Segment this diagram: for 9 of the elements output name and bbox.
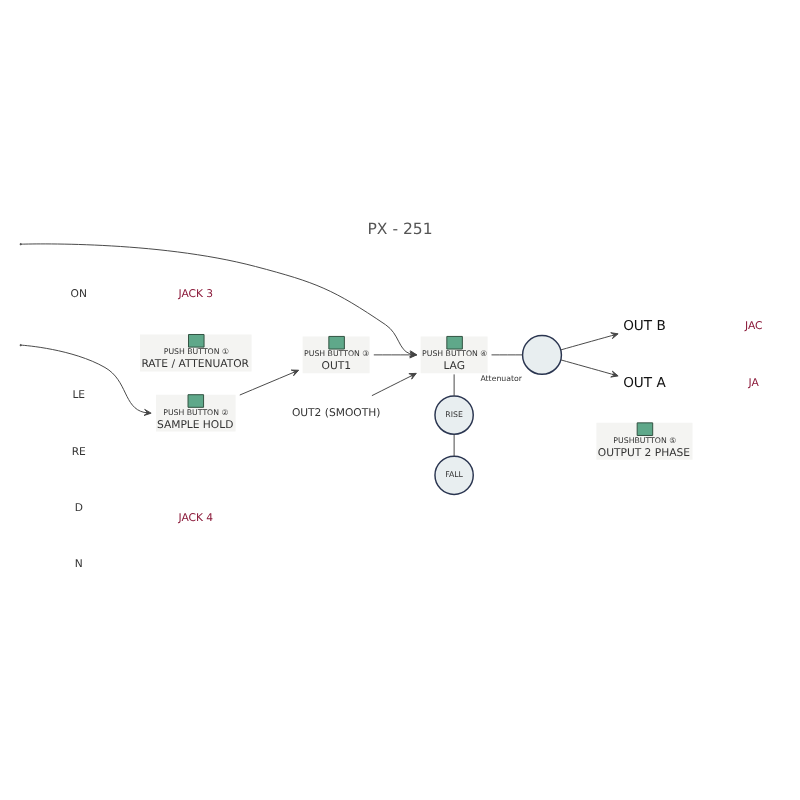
arrow <box>560 359 619 378</box>
connector <box>453 373 455 397</box>
node-circle <box>521 334 563 376</box>
connector <box>453 434 455 457</box>
arrow <box>371 372 417 397</box>
arrow <box>560 332 619 351</box>
connector <box>491 354 523 356</box>
arrow <box>239 369 300 396</box>
arrow <box>21 344 145 413</box>
